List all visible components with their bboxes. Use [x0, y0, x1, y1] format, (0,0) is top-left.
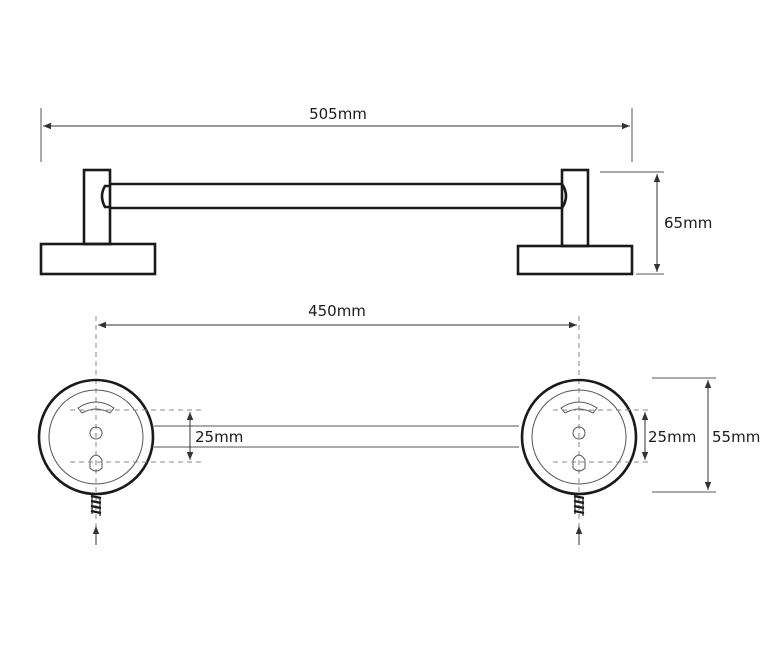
left-plate-inner [48, 389, 144, 485]
right-base-plate [516, 244, 634, 276]
left-base-plate [39, 242, 157, 276]
left-wall-plate [37, 378, 205, 496]
side-view: 505mm 65mm [39, 105, 712, 276]
overall-length-label: 505mm [309, 105, 367, 123]
right-plate-outer [520, 378, 638, 496]
left-plate-outer [37, 378, 155, 496]
left-hole-spacing-label: 25mm [195, 428, 243, 446]
rod-right-end [560, 183, 568, 209]
diameter-label: 55mm [712, 428, 760, 446]
top-view: 450mm 25mm 25mm [37, 302, 760, 545]
right-post [560, 168, 590, 248]
right-screw-hole-lower [572, 454, 586, 472]
right-screw-icon [573, 494, 585, 516]
right-plate-inner [531, 389, 627, 485]
rod-left-end [100, 184, 110, 209]
mount-spacing-label: 450mm [308, 302, 366, 320]
left-screw-icon [90, 494, 102, 516]
left-screw-hole-lower [89, 454, 103, 472]
right-screw-hole-center [572, 426, 586, 440]
right-keyhole-slot [560, 401, 598, 414]
left-keyhole-slot [77, 401, 115, 414]
right-wall-plate [520, 378, 652, 496]
left-screw-hole-center [89, 426, 103, 440]
height-label: 65mm [664, 214, 712, 232]
right-hole-spacing-label: 25mm [648, 428, 696, 446]
